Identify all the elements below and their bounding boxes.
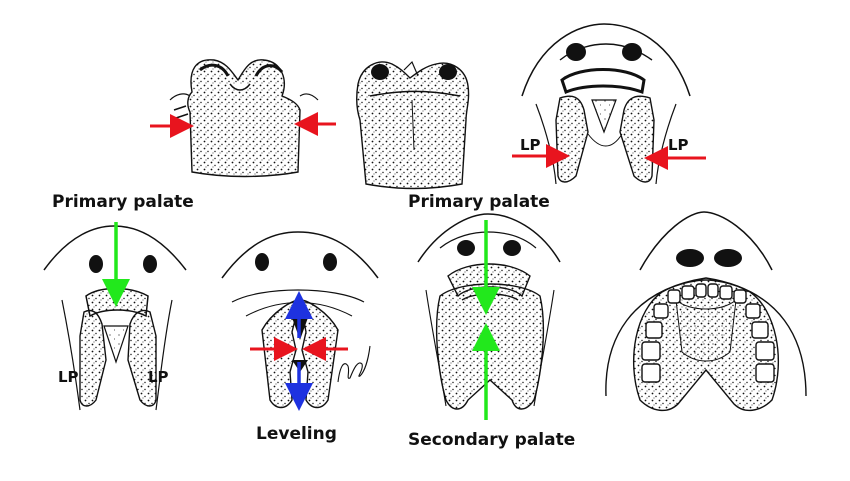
- label-lp-panel4-left: LP: [58, 368, 79, 386]
- panel-6-secondary-palate: [417, 213, 561, 410]
- label-lp-panel3-left: LP: [520, 136, 541, 154]
- red-arrows: [150, 112, 706, 361]
- label-lp-panel4-right: LP: [148, 368, 169, 386]
- panel-3-primary-palate-fused: [521, 23, 691, 185]
- label-lp-panel3-right: LP: [668, 136, 689, 154]
- panel-7-mature-palate-teeth: [605, 211, 807, 411]
- panel-2-primary-palate: [355, 60, 470, 190]
- artist-signature: [337, 345, 371, 383]
- label-primary-palate-right: Primary palate: [408, 192, 550, 212]
- label-primary-palate-left: Primary palate: [52, 192, 194, 212]
- green-arrows: [102, 220, 500, 420]
- label-leveling: Leveling: [256, 424, 337, 444]
- label-secondary-palate: Secondary palate: [408, 430, 576, 450]
- panel-1-early-palate: [169, 59, 319, 178]
